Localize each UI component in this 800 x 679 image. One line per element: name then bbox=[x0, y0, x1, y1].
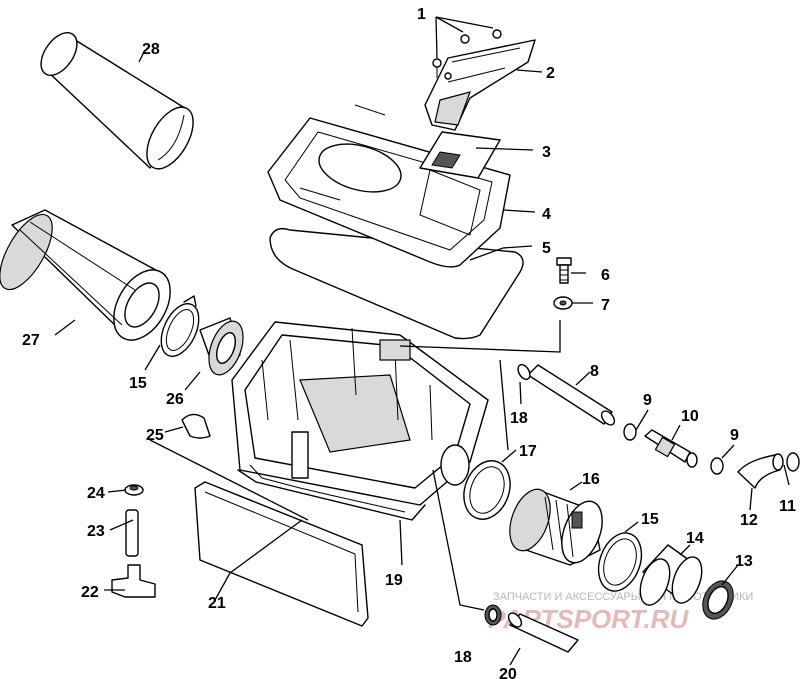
clamp-part bbox=[160, 295, 200, 357]
callout-22: 22 bbox=[81, 584, 99, 601]
gasket-part bbox=[269, 227, 524, 340]
o-ring-part bbox=[623, 423, 637, 441]
callout-12: 12 bbox=[740, 512, 758, 529]
callout-9: 9 bbox=[643, 392, 652, 409]
clip-part bbox=[181, 413, 211, 439]
intake-duct-part bbox=[424, 39, 536, 131]
clip-upper-part bbox=[517, 363, 531, 381]
callout-9-second: 9 bbox=[730, 427, 739, 444]
callout-11: 11 bbox=[779, 498, 796, 515]
callout-14: 14 bbox=[686, 530, 704, 547]
callout-4: 4 bbox=[542, 206, 551, 223]
drain-assembly-part bbox=[111, 484, 156, 598]
check-valve-part bbox=[644, 429, 698, 468]
callout-15-left: 15 bbox=[129, 375, 147, 392]
screws-part bbox=[432, 29, 502, 80]
callout-17: 17 bbox=[519, 443, 537, 460]
side-panel-part bbox=[194, 481, 369, 627]
o-ring-part bbox=[710, 457, 724, 475]
washer-part bbox=[553, 296, 573, 310]
callout-18-lower: 18 bbox=[454, 649, 472, 666]
callout-numbers: 1 2 3 4 5 6 7 8 9 10 9 11 12 13 14 15 16… bbox=[22, 6, 796, 679]
hose-clamp-part bbox=[786, 452, 800, 472]
callout-18-upper: 18 bbox=[510, 410, 528, 427]
callout-7: 7 bbox=[601, 297, 610, 314]
clip-lower-part bbox=[484, 604, 502, 626]
callout-28: 28 bbox=[142, 41, 160, 58]
callout-27: 27 bbox=[22, 332, 40, 349]
clamp-part bbox=[597, 532, 643, 592]
leader-lines bbox=[54, 16, 790, 666]
bolt-part bbox=[556, 257, 572, 284]
airbox-cover-part bbox=[267, 104, 511, 268]
intake-boot-part bbox=[509, 488, 603, 566]
drain-tube-part bbox=[507, 612, 579, 653]
callout-26: 26 bbox=[166, 391, 184, 408]
callout-1: 1 bbox=[417, 6, 426, 23]
callout-15-right: 15 bbox=[641, 511, 659, 528]
callout-20: 20 bbox=[499, 666, 517, 679]
clamp-ring-part bbox=[702, 580, 734, 620]
callout-5: 5 bbox=[542, 240, 551, 257]
filter-sleeve-part bbox=[40, 32, 194, 170]
callout-23: 23 bbox=[87, 523, 105, 540]
callout-24: 24 bbox=[87, 485, 105, 502]
callout-10: 10 bbox=[681, 408, 699, 425]
hose-part bbox=[737, 453, 784, 489]
coupler-part bbox=[639, 544, 703, 606]
callout-3: 3 bbox=[542, 144, 551, 161]
callout-16: 16 bbox=[582, 471, 600, 488]
callout-6: 6 bbox=[601, 267, 610, 284]
adapter-part bbox=[199, 317, 244, 376]
callout-13: 13 bbox=[735, 553, 753, 570]
callout-21: 21 bbox=[208, 595, 226, 612]
callout-8: 8 bbox=[590, 363, 599, 380]
air-filter-element-part bbox=[0, 209, 171, 341]
callout-25: 25 bbox=[146, 427, 164, 444]
seal-ring-part bbox=[463, 460, 511, 520]
breather-tube-part bbox=[527, 364, 616, 426]
airbox-body-part bbox=[231, 321, 489, 521]
callout-2: 2 bbox=[546, 65, 555, 82]
callout-19: 19 bbox=[385, 572, 403, 589]
